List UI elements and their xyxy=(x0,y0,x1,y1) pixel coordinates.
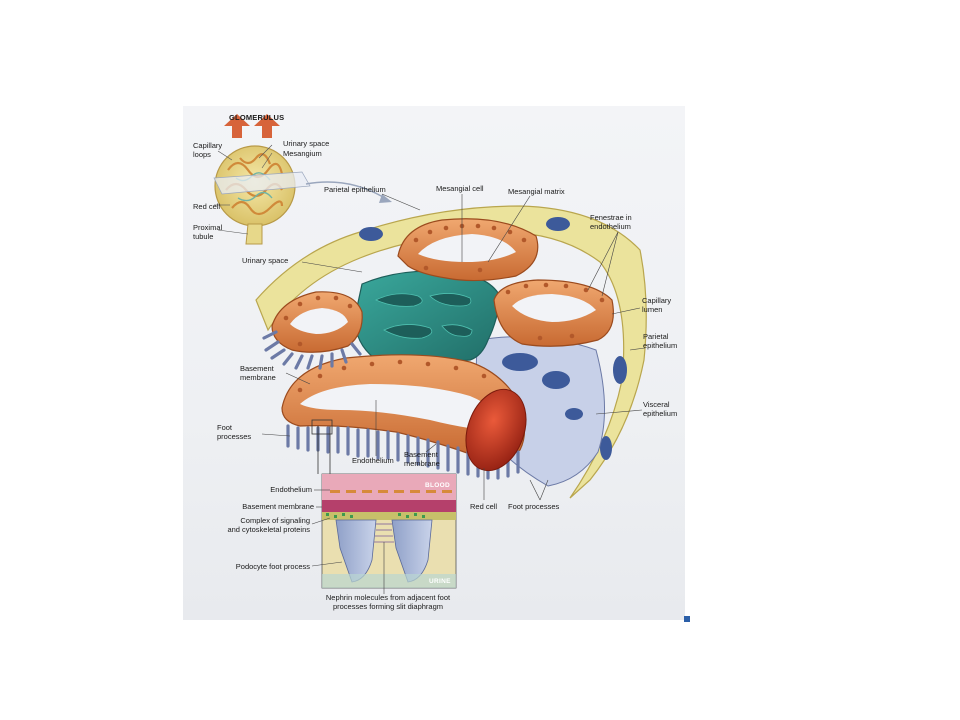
label-visceral-epithelium: Visceral epithelium xyxy=(643,400,678,418)
label-parietal-epithelium-right: Parietal epithelium xyxy=(643,332,678,350)
mesangium xyxy=(354,270,501,363)
nucleus xyxy=(565,408,583,420)
overview-title: GLOMERULUS xyxy=(229,113,285,122)
section-plane xyxy=(213,171,311,195)
label-nephrin: Nephrin molecules from adjacent foot pro… xyxy=(325,593,451,611)
label-urinary-space: Urinary space xyxy=(242,256,289,265)
label-complex-proteins: Complex of signaling and cytoskeletal pr… xyxy=(227,516,310,534)
label-foot-processes-left: Foot processes xyxy=(217,423,252,441)
label-proximal-tubule: Proximal tubule xyxy=(193,223,223,241)
label-capillary-lumen: Capillary lumen xyxy=(642,296,672,314)
label-red-cell-overview: Red cell xyxy=(193,202,221,211)
label-parietal-epithelium-top: Parietal epithelium xyxy=(324,185,386,194)
nucleus xyxy=(542,371,570,389)
nucleus xyxy=(546,217,570,231)
fenestrae-dots xyxy=(283,223,605,395)
label-mesangium: Mesangium xyxy=(283,149,322,158)
label-urinary-space-overview: Urinary space xyxy=(283,139,330,148)
zoom-arrow xyxy=(305,181,389,201)
label-podocyte-foot-process: Podocyte foot process xyxy=(235,562,310,571)
blood-tag: BLOOD xyxy=(425,482,450,489)
afferent-arrow xyxy=(224,114,250,138)
label-endothelium-inset: Endothelium xyxy=(270,485,312,494)
slit-diaphragm-inset xyxy=(311,419,457,594)
capillary-lumen-space xyxy=(418,234,516,262)
slide-marker xyxy=(684,616,690,622)
label-capillary-loops: Capillary loops xyxy=(193,141,223,159)
overview-glomerulus xyxy=(213,114,392,245)
red-blood-cell xyxy=(465,388,527,472)
label-basement-membrane-inset: Basement membrane xyxy=(242,502,314,511)
basement-membrane-layer xyxy=(322,500,456,512)
label-red-cell-main: Red cell xyxy=(470,502,498,511)
blood-region xyxy=(322,474,456,500)
main-section xyxy=(255,193,647,501)
proximal-tubule-shape xyxy=(245,223,263,245)
label-fenestrae: Fenestrae in endothelium xyxy=(590,213,632,231)
nucleus xyxy=(613,356,627,384)
label-foot-processes-bottom: Foot processes xyxy=(508,502,560,511)
label-mesangial-cell: Mesangial cell xyxy=(436,184,484,193)
label-endothelium-main: Endothelium xyxy=(352,456,394,465)
label-basement-membrane-bottom: Basement membrane xyxy=(404,450,440,468)
label-basement-membrane-left: Basement membrane xyxy=(240,364,276,382)
nucleus xyxy=(502,353,538,371)
label-mesangial-matrix: Mesangial matrix xyxy=(508,187,565,196)
efferent-arrow xyxy=(254,114,280,138)
nucleus xyxy=(359,227,383,241)
nucleus xyxy=(600,436,612,460)
urine-tag: URINE xyxy=(429,578,451,585)
